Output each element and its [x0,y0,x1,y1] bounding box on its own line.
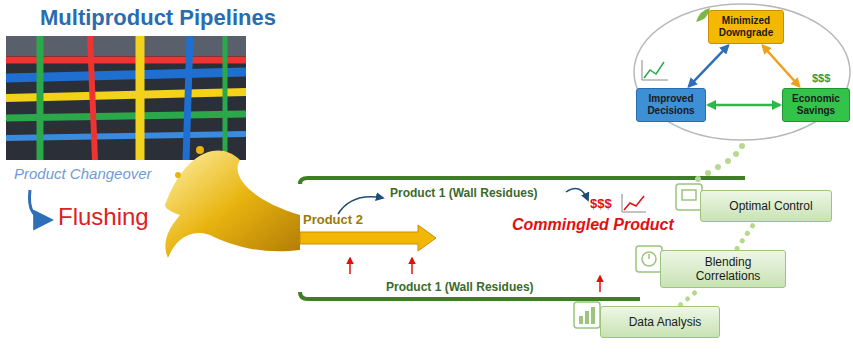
connector [681,289,699,304]
pipes-photo [6,36,246,160]
result-label: Commingled Product [512,216,674,234]
page-title: Multiproduct Pipelines [40,5,276,31]
step-label: Product Changeover [10,164,156,183]
node-text: Data Analysis [629,315,702,329]
connector [737,224,754,249]
benefit-box: Improved Decisions [636,88,706,122]
residue-arrows [338,188,600,292]
node-text: Improved Decisions [641,93,701,117]
dotted-link [695,143,745,182]
residue-label: Product 1 (Wall Residues) [386,280,534,294]
money-sign: $$$ [812,72,830,84]
money-sign: $$$ [590,196,612,211]
connector [689,45,729,86]
flushing-arrow [29,190,50,220]
tool-box: Blending Correlations [660,250,786,288]
step-label: Flushing [58,203,149,231]
cost-chart-icon [622,194,646,212]
node-text: Economic Savings [787,93,845,117]
tool-box: Optimal Control [700,190,832,222]
benefit-box: Economic Savings [782,88,850,122]
residue-label: Product 1 (Wall Residues) [390,186,538,200]
tool-box: Data Analysis [600,306,720,338]
product-arrow [300,225,436,251]
node-text: Minimized Downgrade [713,15,779,39]
product-label: Product 2 [303,212,363,227]
benefit-box: Minimized Downgrade [708,10,784,44]
connector [763,45,800,86]
node-text: Optimal Control [729,199,812,213]
node-text: Blending Correlations [675,255,781,284]
connector [708,104,780,107]
benefit-ellipse [634,4,850,140]
oil-splash [165,146,300,258]
